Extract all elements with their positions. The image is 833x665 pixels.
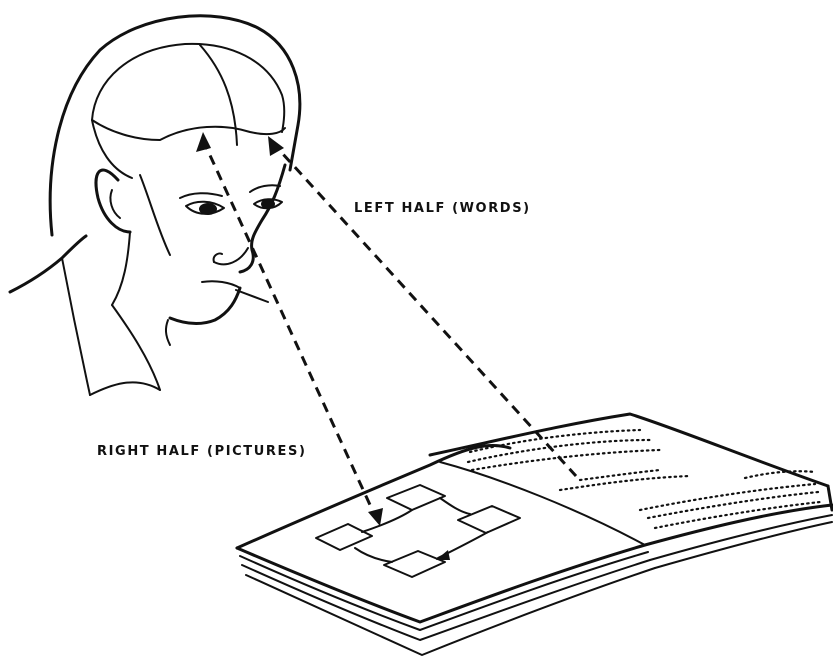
person-head xyxy=(10,16,300,395)
sight-line-left-hemisphere xyxy=(268,136,576,476)
sight-line-right-hemisphere xyxy=(196,132,383,526)
text-words xyxy=(468,430,820,528)
right-half-label: RIGHT HALF (PICTURES) xyxy=(97,444,307,459)
left-half-label: LEFT HALF (WORDS) xyxy=(354,201,531,216)
